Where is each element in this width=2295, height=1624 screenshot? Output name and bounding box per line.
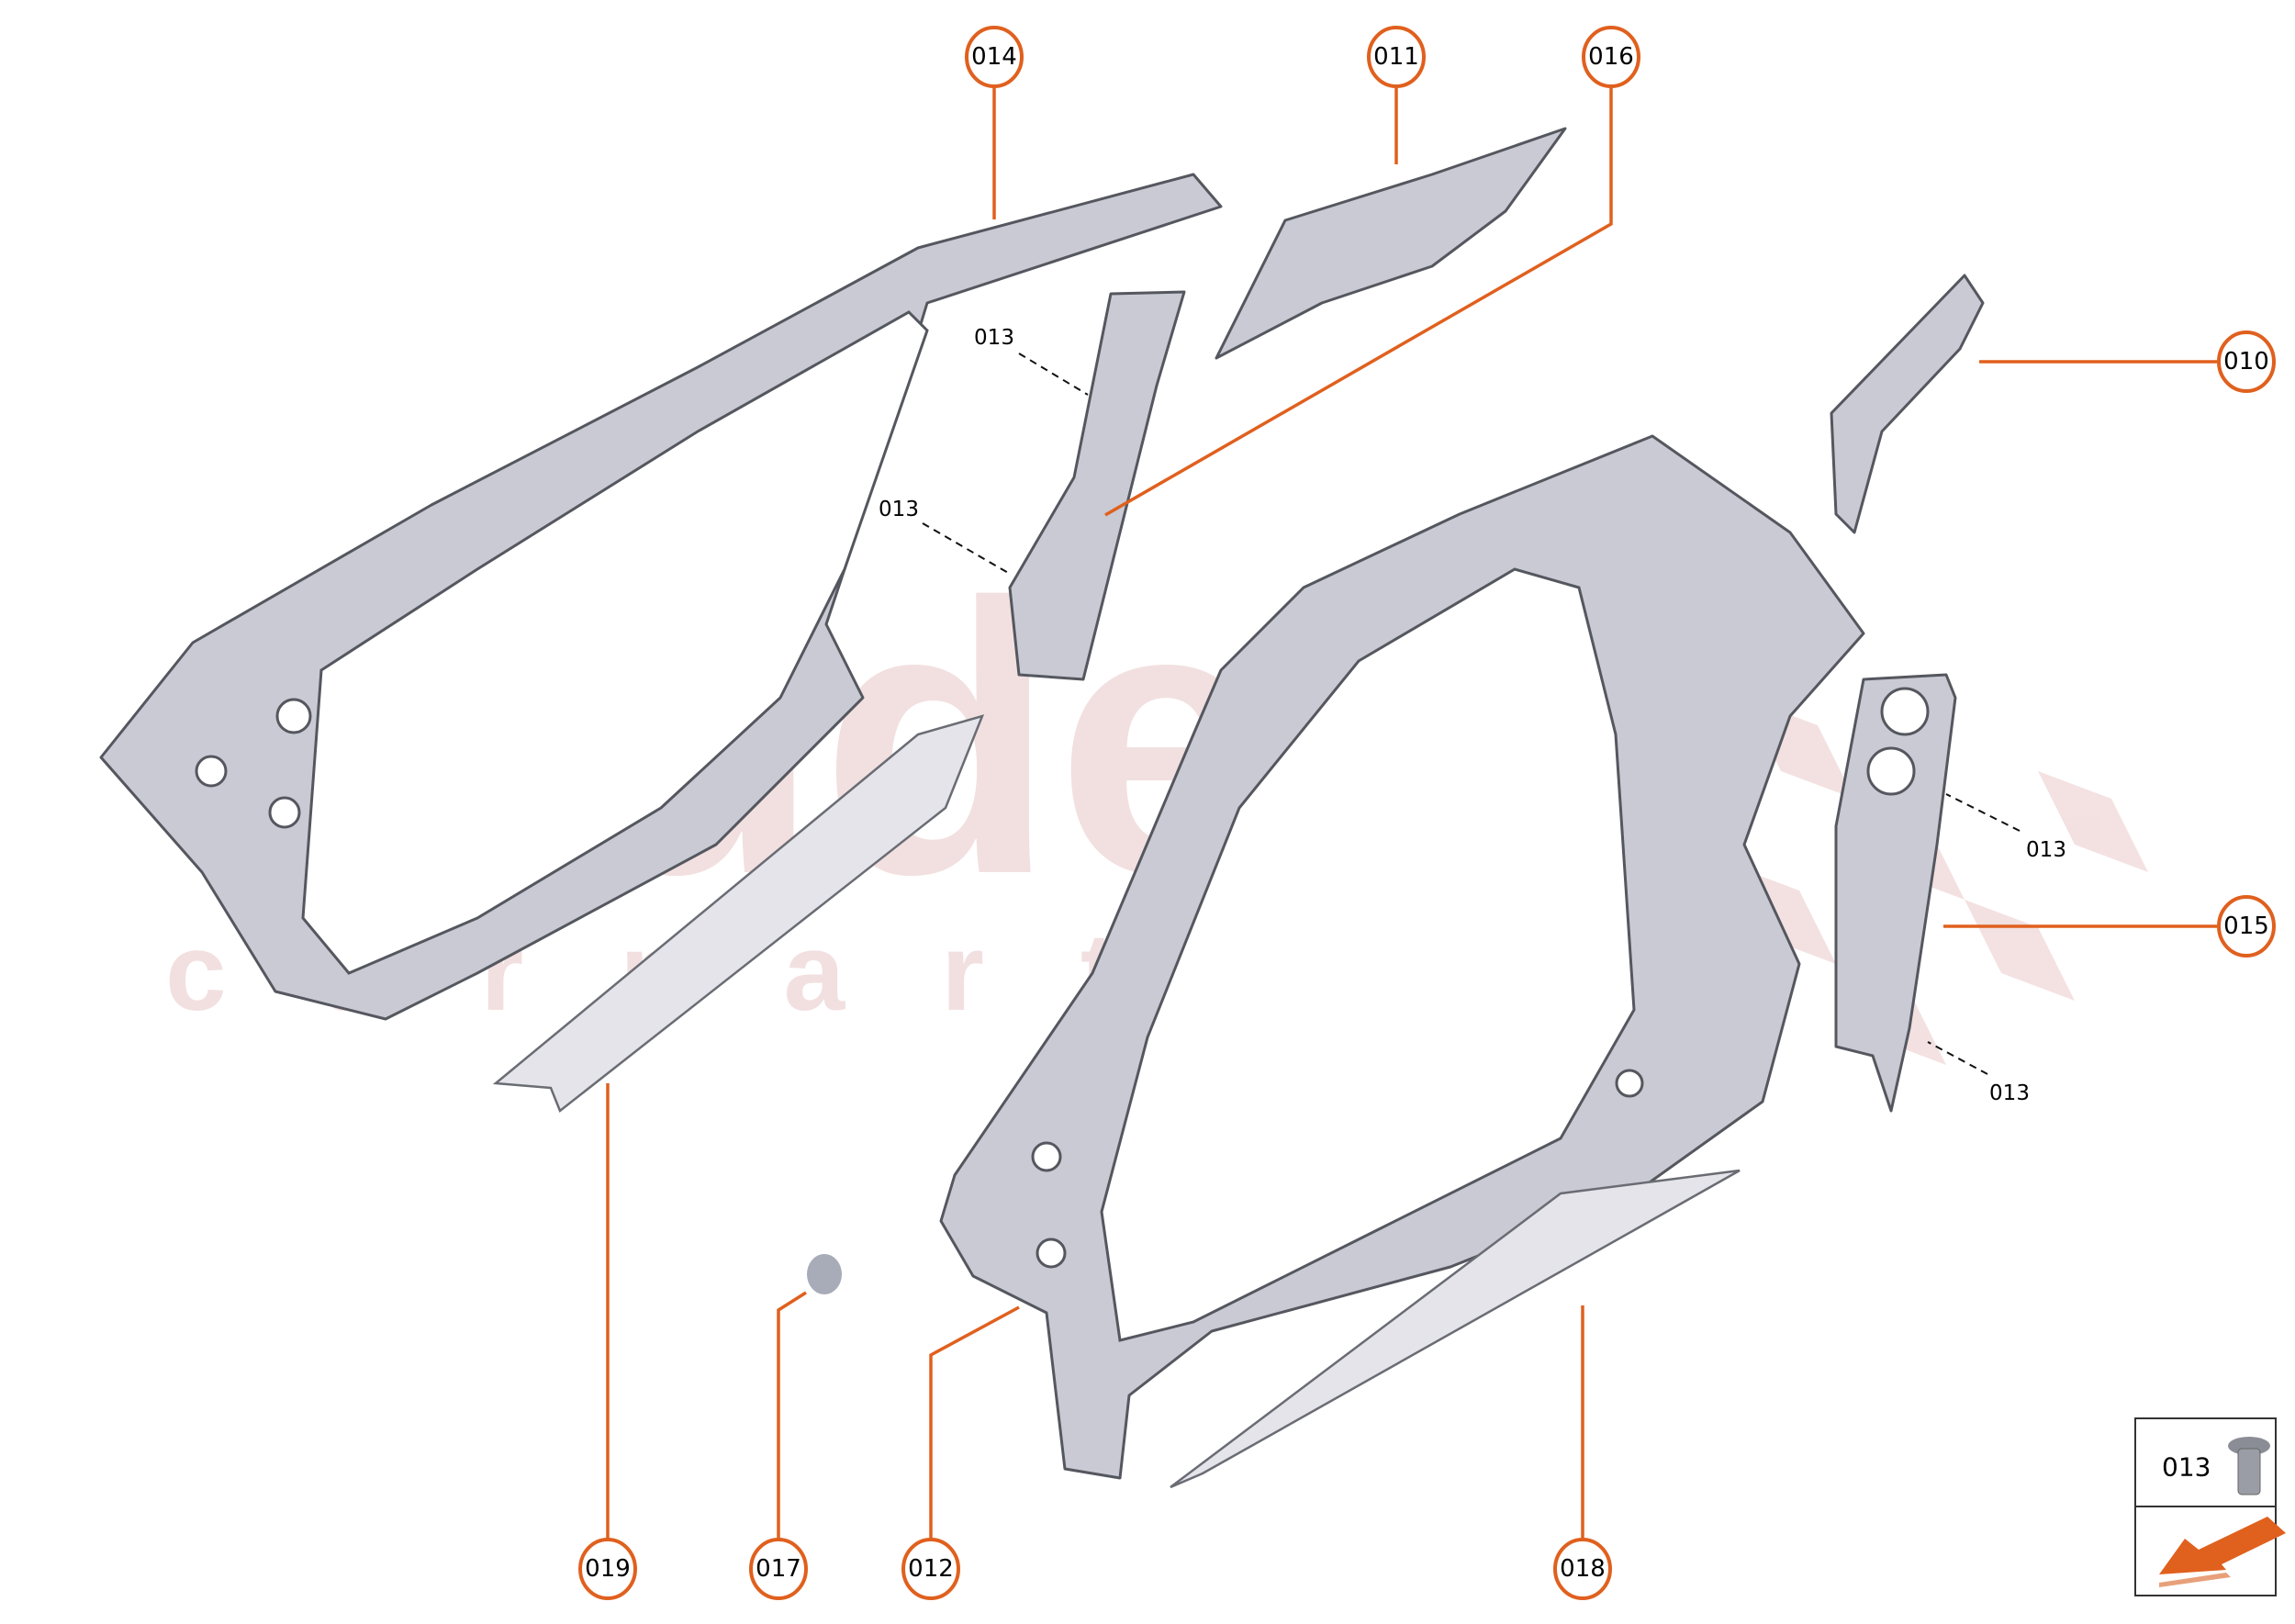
screw-label: 013 xyxy=(1989,1081,2030,1105)
legend-box: 013 xyxy=(2134,1417,2286,1596)
screw-label: 013 xyxy=(2026,838,2066,862)
callout-016[interactable]: 016 xyxy=(1582,26,1640,88)
callout-011[interactable]: 011 xyxy=(1367,26,1426,88)
callout-015[interactable]: 015 xyxy=(2217,895,2276,958)
leader-lines xyxy=(606,88,2217,1539)
svg-text:015: 015 xyxy=(2223,913,2269,940)
svg-text:018: 018 xyxy=(1560,1555,1606,1583)
svg-text:017: 017 xyxy=(756,1555,801,1583)
screw-label: 013 xyxy=(879,498,919,521)
svg-text:012: 012 xyxy=(908,1555,954,1583)
svg-text:019: 019 xyxy=(585,1555,631,1583)
part-012-side-frame[interactable] xyxy=(939,434,1865,1480)
callout-018[interactable]: 018 xyxy=(1553,1538,1612,1600)
part-013-inner-bracket[interactable] xyxy=(1008,290,1186,681)
part-018-sill-trim[interactable] xyxy=(1170,1169,1741,1489)
svg-text:014: 014 xyxy=(971,43,1017,71)
screw-label: 013 xyxy=(974,326,1014,350)
screw-icon xyxy=(2228,1437,2270,1495)
callout-017[interactable]: 017 xyxy=(749,1538,808,1600)
part-011-upper-bracket[interactable] xyxy=(1215,127,1567,360)
part-019-sill-trim[interactable] xyxy=(492,714,985,1114)
svg-text:011: 011 xyxy=(1373,43,1419,71)
part-015-rear-inner-panel[interactable] xyxy=(1834,673,1957,1113)
callout-010[interactable]: 010 xyxy=(2217,330,2276,393)
part-014-front-pillar-frame[interactable] xyxy=(99,173,1223,1021)
part-010-rear-bracket[interactable] xyxy=(1830,274,1985,534)
callout-012[interactable]: 012 xyxy=(901,1538,960,1600)
svg-text:010: 010 xyxy=(2223,348,2269,375)
callout-014[interactable]: 014 xyxy=(965,26,1024,88)
callout-019[interactable]: 019 xyxy=(578,1538,637,1600)
part-017-grommet[interactable] xyxy=(807,1254,842,1294)
legend-part-number: 013 xyxy=(2162,1452,2211,1483)
svg-text:016: 016 xyxy=(1588,43,1634,71)
orange-arrow-icon[interactable] xyxy=(2159,1517,2286,1587)
